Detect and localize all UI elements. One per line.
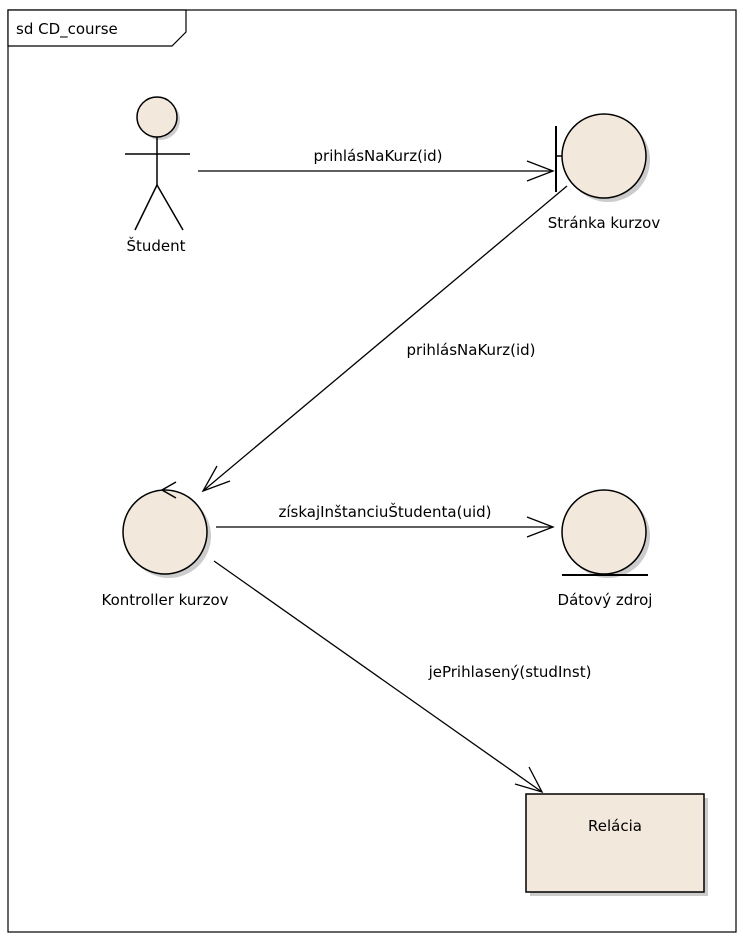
- frame-title: sd CD_course: [16, 20, 118, 39]
- message-4-arrowhead: [514, 766, 544, 794]
- boundary-circle: [561, 113, 647, 199]
- actor-left-leg: [134, 184, 158, 231]
- message-3[interactable]: získajInštanciuŠtudenta(uid): [216, 502, 555, 538]
- relacia-label: Relácia: [588, 817, 642, 835]
- message-2-arrowhead: [201, 465, 231, 493]
- kontroller-label: Kontroller kurzov: [102, 591, 229, 609]
- actor-head: [136, 96, 178, 138]
- message-2-label: prihlásNaKurz(id): [407, 341, 536, 359]
- message-4[interactable]: jePrihlasený(studInst): [213, 560, 592, 794]
- message-1-label: prihlásNaKurz(id): [314, 147, 443, 165]
- message-2[interactable]: prihlásNaKurz(id): [201, 185, 568, 493]
- stranka-label: Stránka kurzov: [548, 214, 661, 232]
- message-2-line: [202, 185, 568, 492]
- control-kontroller-kurzov[interactable]: Kontroller kurzov: [102, 481, 229, 609]
- message-1-arrowhead: [526, 160, 555, 182]
- student-label: Študent: [126, 236, 185, 255]
- datovy-label: Dátový zdroj: [558, 591, 653, 609]
- control-circle: [122, 489, 208, 575]
- message-3-label: získajInštanciuŠtudenta(uid): [278, 502, 491, 521]
- frame-title-tab: [7, 9, 187, 47]
- entity-circle: [561, 489, 647, 575]
- message-4-label: jePrihlasený(studInst): [428, 663, 592, 681]
- control-arrowhead-icon: [160, 481, 177, 499]
- actor-student[interactable]: Študent: [125, 96, 190, 255]
- message-4-line: [213, 560, 543, 793]
- message-1[interactable]: prihlásNaKurz(id): [198, 147, 555, 182]
- entity-datovy-zdroj[interactable]: Dátový zdroj: [558, 489, 653, 609]
- relacia-box: [525, 793, 705, 893]
- message-3-arrowhead: [526, 516, 555, 538]
- actor-right-leg: [156, 184, 184, 231]
- boundary-stranka-kurzov[interactable]: Stránka kurzov: [548, 113, 661, 232]
- class-relacia[interactable]: Relácia: [525, 793, 708, 896]
